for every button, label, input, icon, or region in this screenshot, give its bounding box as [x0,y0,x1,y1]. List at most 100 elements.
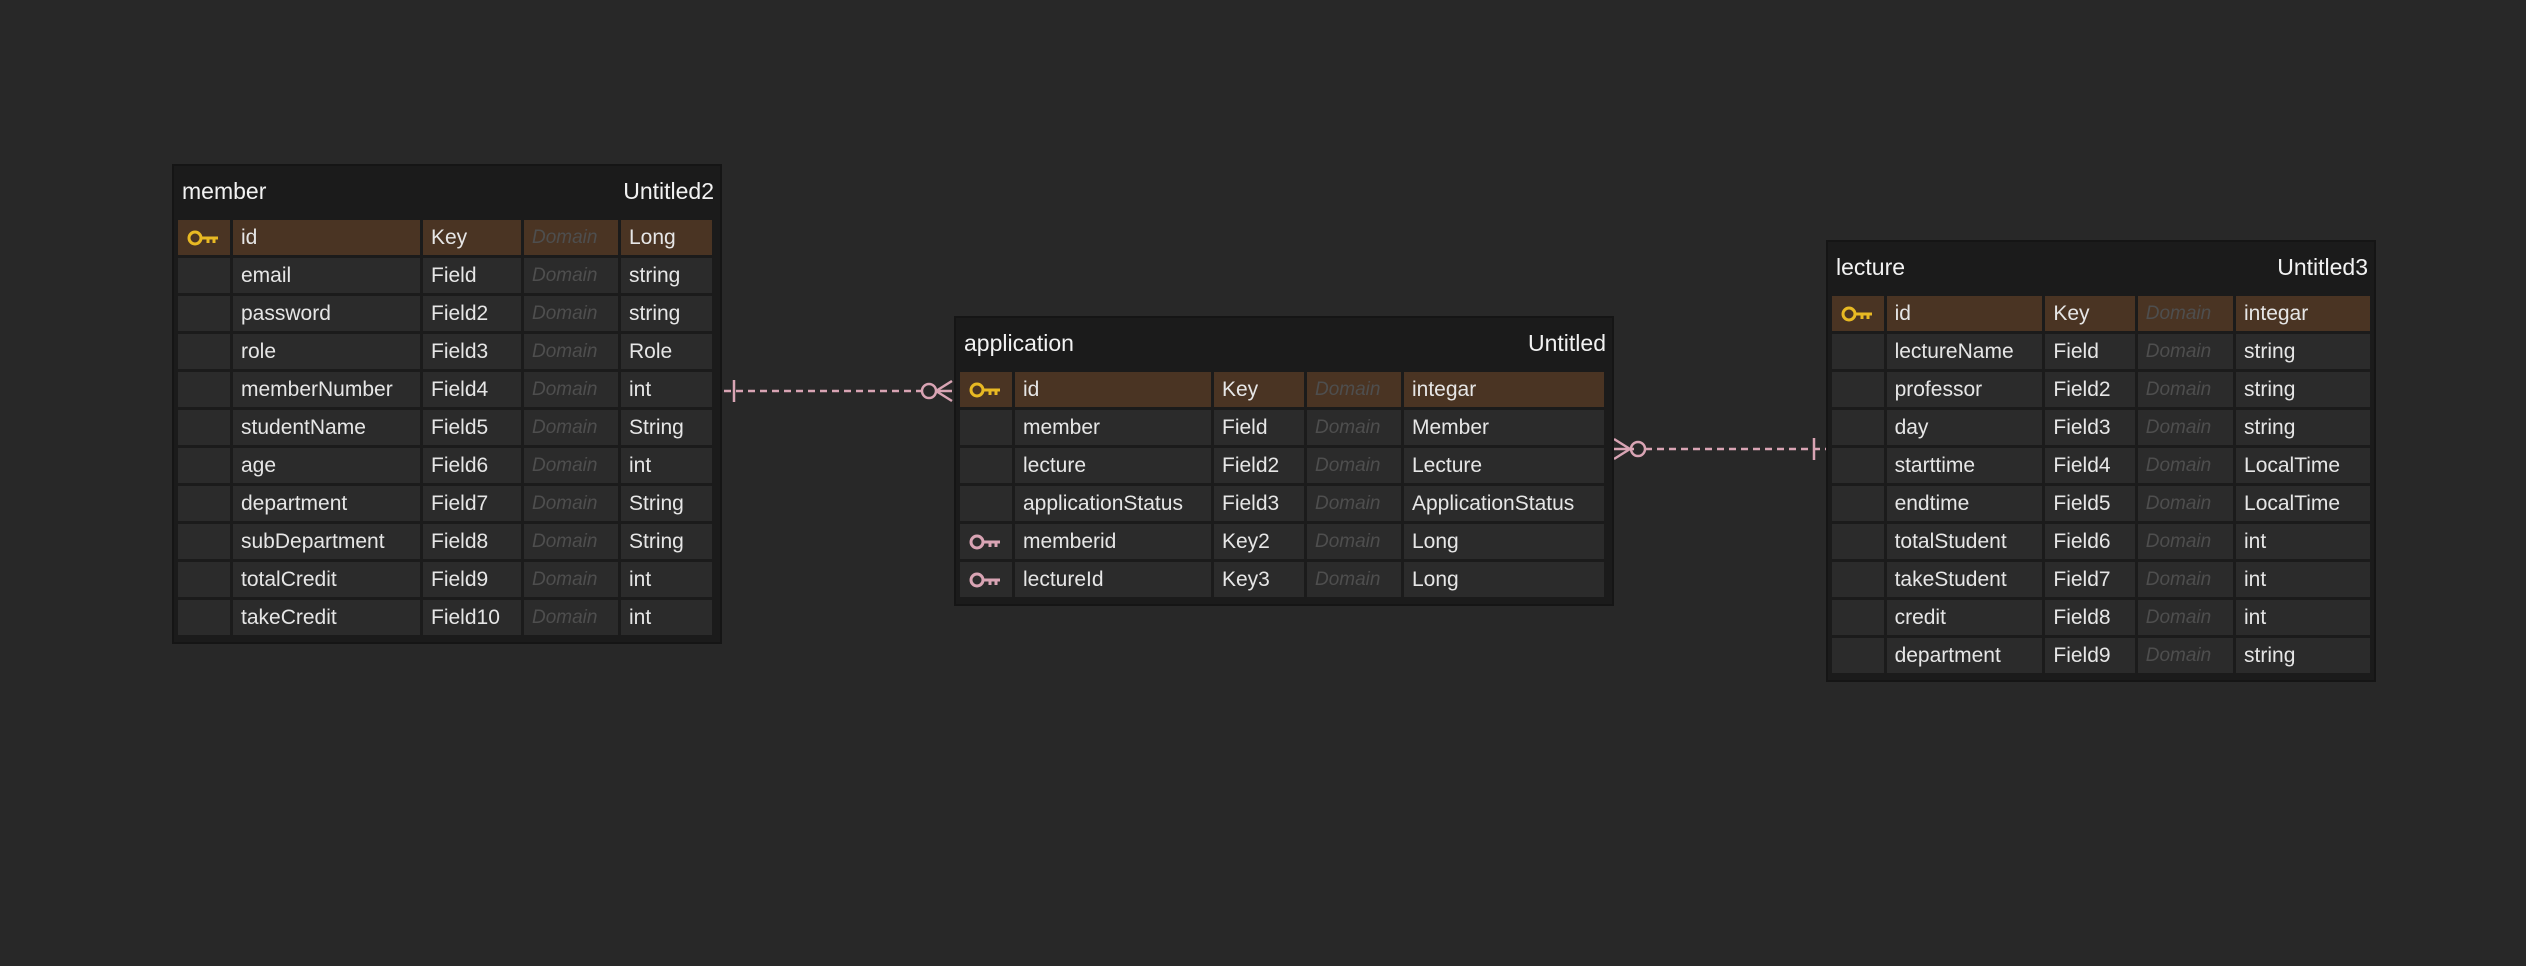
field-domain[interactable]: Domain [2137,600,2234,635]
field-key[interactable]: Field3 [1214,486,1304,521]
field-key[interactable]: Field8 [2045,600,2135,635]
field-key[interactable]: Field5 [423,410,521,445]
field-key[interactable]: Field [1214,410,1304,445]
field-domain[interactable]: Domain [2137,410,2234,445]
field-domain[interactable]: Domain [2137,334,2234,369]
field-name[interactable]: id [1015,372,1211,407]
field-name[interactable]: takeStudent [1886,562,2043,597]
field-name[interactable]: department [233,486,420,521]
field-domain[interactable]: Domain [524,448,618,483]
field-name[interactable]: member [1015,410,1211,445]
field-name[interactable]: age [233,448,420,483]
field-domain[interactable]: Domain [524,372,618,407]
field-type[interactable]: int [2236,600,2370,635]
field-name[interactable]: professor [1886,372,2043,407]
field-name[interactable]: role [233,334,420,369]
field-key[interactable]: Key3 [1214,562,1304,597]
relation-application-lecture[interactable] [1613,437,1826,461]
table-header[interactable]: application Untitled [956,318,1612,368]
table-header[interactable]: member Untitled2 [174,166,720,216]
field-name[interactable]: memberid [1015,524,1211,559]
field-name[interactable]: starttime [1886,448,2043,483]
field-type[interactable]: Long [1404,524,1604,559]
field-name[interactable]: credit [1886,600,2043,635]
field-name[interactable]: lecture [1015,448,1211,483]
field-name[interactable]: lectureName [1886,334,2043,369]
field-name[interactable]: password [233,296,420,331]
relation-member-application[interactable] [724,379,953,403]
field-domain[interactable]: Domain [1307,410,1401,445]
field-type[interactable]: ApplicationStatus [1404,486,1604,521]
field-key[interactable]: Field4 [423,372,521,407]
field-domain[interactable]: Domain [2137,486,2234,521]
field-name[interactable]: department [1886,638,2043,673]
field-key[interactable]: Field3 [423,334,521,369]
field-key[interactable]: Field2 [423,296,521,331]
field-domain[interactable]: Domain [1307,448,1401,483]
field-type[interactable]: Member [1404,410,1604,445]
field-domain[interactable]: Domain [2137,296,2234,331]
field-key[interactable]: Field7 [2045,562,2135,597]
field-key[interactable]: Field4 [2045,448,2135,483]
field-domain[interactable]: Domain [524,334,618,369]
field-name[interactable]: id [233,220,420,255]
field-domain[interactable]: Domain [1307,562,1401,597]
field-key[interactable]: Field7 [423,486,521,521]
field-type[interactable]: integar [1404,372,1604,407]
field-domain[interactable]: Domain [524,486,618,521]
field-key[interactable]: Field2 [2045,372,2135,407]
field-key[interactable]: Field3 [2045,410,2135,445]
field-type[interactable]: string [2236,410,2370,445]
field-type[interactable]: Long [1404,562,1604,597]
field-name[interactable]: endtime [1886,486,2043,521]
field-domain[interactable]: Domain [2137,448,2234,483]
field-name[interactable]: studentName [233,410,420,445]
field-domain[interactable]: Domain [2137,524,2234,559]
field-name[interactable]: day [1886,410,2043,445]
field-key[interactable]: Field [2045,334,2135,369]
field-type[interactable]: String [621,486,712,521]
field-domain[interactable]: Domain [524,524,618,559]
field-type[interactable]: Lecture [1404,448,1604,483]
field-type[interactable]: int [621,372,712,407]
field-key[interactable]: Key [2045,296,2135,331]
field-key[interactable]: Field6 [2045,524,2135,559]
field-key[interactable]: Field9 [2045,638,2135,673]
field-key[interactable]: Field [423,258,521,293]
field-domain[interactable]: Domain [524,258,618,293]
field-domain[interactable]: Domain [524,296,618,331]
field-domain[interactable]: Domain [524,220,618,255]
field-domain[interactable]: Domain [1307,372,1401,407]
field-domain[interactable]: Domain [2137,562,2234,597]
field-key[interactable]: Field5 [2045,486,2135,521]
field-type[interactable]: string [2236,638,2370,673]
field-type[interactable]: int [2236,524,2370,559]
field-key[interactable]: Field9 [423,562,521,597]
field-type[interactable]: string [621,296,712,331]
field-type[interactable]: Long [621,220,712,255]
field-domain[interactable]: Domain [524,410,618,445]
field-type[interactable]: integar [2236,296,2370,331]
field-key[interactable]: Key [1214,372,1304,407]
field-domain[interactable]: Domain [1307,524,1401,559]
field-type[interactable]: LocalTime [2236,448,2370,483]
field-type[interactable]: int [621,562,712,597]
